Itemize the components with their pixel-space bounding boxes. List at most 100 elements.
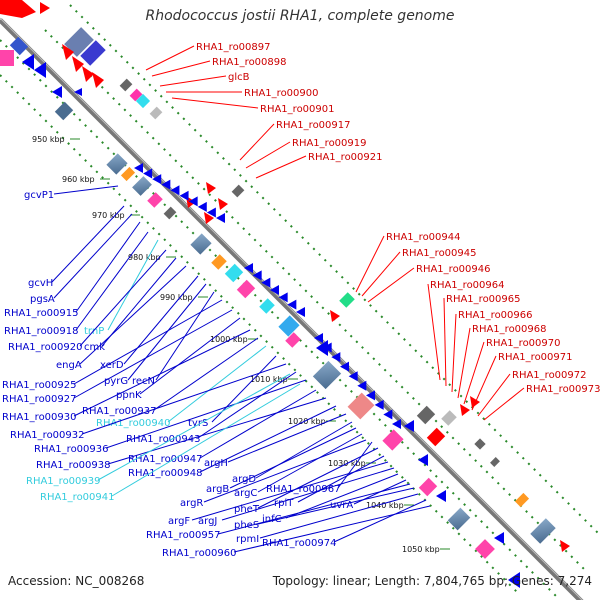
leader-line xyxy=(153,337,259,411)
plus-gene-label: RHA1_ro00917 xyxy=(276,120,351,131)
minus-gene-label: RHA1_ro00938 xyxy=(36,460,111,471)
minus-gene-label: RHA1_ro00925 xyxy=(2,380,77,391)
minus-gene-label: trnP xyxy=(84,326,104,337)
leader-line xyxy=(255,421,353,479)
leader-line xyxy=(255,155,307,179)
length-label: Length: xyxy=(374,574,421,588)
minus-strand-features xyxy=(0,36,520,588)
leader-line xyxy=(79,265,187,365)
feature-block-7 xyxy=(231,184,245,198)
leader-line xyxy=(233,505,431,553)
feature-block-6 xyxy=(149,106,163,120)
minus-block-20 xyxy=(447,507,471,531)
minus-gene-label: pgsA xyxy=(30,294,55,305)
minus-gene-label: argB xyxy=(206,484,229,495)
leader-line xyxy=(203,439,367,503)
feature-block-15 xyxy=(530,518,556,544)
plus-gene-label: RHA1_ro00972 xyxy=(512,370,587,381)
leader-line xyxy=(355,235,385,293)
minus-block-8 xyxy=(163,206,177,220)
minus-chevron xyxy=(331,352,341,363)
leader-line xyxy=(257,487,415,525)
feature-block-13 xyxy=(490,457,500,467)
minus-chevron xyxy=(252,270,262,281)
outer-plus-guide xyxy=(69,4,600,536)
minus-gene-label: RHA1_ro00940 xyxy=(96,418,171,429)
tick-label: 1020 kbp xyxy=(288,417,326,426)
minus-gene-label: tyrS xyxy=(188,418,208,429)
minus-gene-label: argJ xyxy=(198,516,217,527)
minus-feature-7 xyxy=(418,454,428,466)
minus-gene-label: RHA1_ro00948 xyxy=(128,468,203,479)
plus-feature-10 xyxy=(218,198,228,210)
plus-feature-13 xyxy=(460,404,470,416)
minus-chevron xyxy=(134,163,143,173)
plus-feature-1 xyxy=(0,0,36,18)
strand-guides xyxy=(0,4,600,600)
leader-line xyxy=(257,447,379,509)
plus-feature-9 xyxy=(204,212,214,224)
minus-gene-label: RHA1_ro00941 xyxy=(40,492,115,503)
minus-chevron xyxy=(287,299,297,310)
leader-line xyxy=(53,213,133,299)
leader-line xyxy=(477,373,511,417)
leader-line xyxy=(73,309,233,399)
minus-gene-label: pheT xyxy=(234,504,260,515)
map-title: Rhodococcus jostii RHA1, complete genome xyxy=(145,8,455,24)
minus-block-18 xyxy=(382,429,404,451)
plus-gene-label: RHA1_ro00897 xyxy=(196,42,271,53)
minus-block-17 xyxy=(347,392,375,420)
leader-line xyxy=(239,123,275,161)
minus-gene-label: RHA1_ro00936 xyxy=(34,444,109,455)
plus-gene-label: RHA1_ro00971 xyxy=(498,352,573,363)
leader-line xyxy=(79,249,167,347)
plus-gene-label: RHA1_ro00944 xyxy=(386,232,461,243)
plus-feature-12 xyxy=(470,396,480,408)
minus-gene-label: rpmI xyxy=(236,534,259,545)
leader-line xyxy=(337,441,373,489)
minus-gene-label: argD xyxy=(232,474,256,485)
minus-block-9 xyxy=(190,233,212,255)
minus-feature-5 xyxy=(316,340,328,356)
length-value: 7,804,765 bp xyxy=(423,574,504,588)
minus-block-5 xyxy=(120,166,136,182)
tick-label: 980 kbp xyxy=(128,253,161,262)
minus-gene-label: pyrG xyxy=(104,376,128,387)
plus-feature-3 xyxy=(62,44,74,60)
leader-line xyxy=(81,363,287,435)
genome-stats: Topology: linear; Length: 7,804,765 bp; … xyxy=(272,574,592,588)
plus-gene-label: RHA1_ro00946 xyxy=(416,264,491,275)
leader-line xyxy=(245,141,291,169)
minus-gene-label: RHA1_ro00915 xyxy=(4,308,79,319)
feature-block-2 xyxy=(80,40,106,66)
plus-feature-7 xyxy=(206,182,216,194)
leader-line xyxy=(217,483,411,535)
minus-gene-label: RHA1_ro00927 xyxy=(2,394,77,405)
leader-line xyxy=(257,433,363,493)
leader-line xyxy=(101,257,177,347)
leader-line xyxy=(285,473,399,519)
minus-block-1 xyxy=(0,50,14,66)
leader-line xyxy=(457,327,471,399)
minus-chevron xyxy=(170,185,180,196)
plus-gene-label: RHA1_ro00898 xyxy=(212,57,287,68)
minus-chevron xyxy=(348,371,358,382)
plus-gene-label: glcB xyxy=(228,72,250,83)
minus-feature-2 xyxy=(34,62,46,78)
accession-info: Accession: NC_008268 xyxy=(8,574,144,588)
topology-value: linear xyxy=(332,574,367,588)
minus-block-6 xyxy=(132,176,152,196)
minus-gene-label: RHA1_ro00939 xyxy=(26,476,101,487)
tick-label: 1040 kbp xyxy=(366,501,404,510)
minus-gene-label: cmk xyxy=(84,342,105,353)
minus-gene-label: argH xyxy=(204,458,228,469)
minus-gene-label: xerD xyxy=(100,360,124,371)
minus-chevron xyxy=(322,342,332,353)
minus-gene-label: RHA1_ro00937 xyxy=(82,406,157,417)
tick-label: 960 kbp xyxy=(62,175,95,184)
leader-line xyxy=(127,283,207,381)
minus-chevron xyxy=(179,190,189,201)
tick-label: 1050 kbp xyxy=(402,545,440,554)
minus-feature-6 xyxy=(404,420,414,432)
